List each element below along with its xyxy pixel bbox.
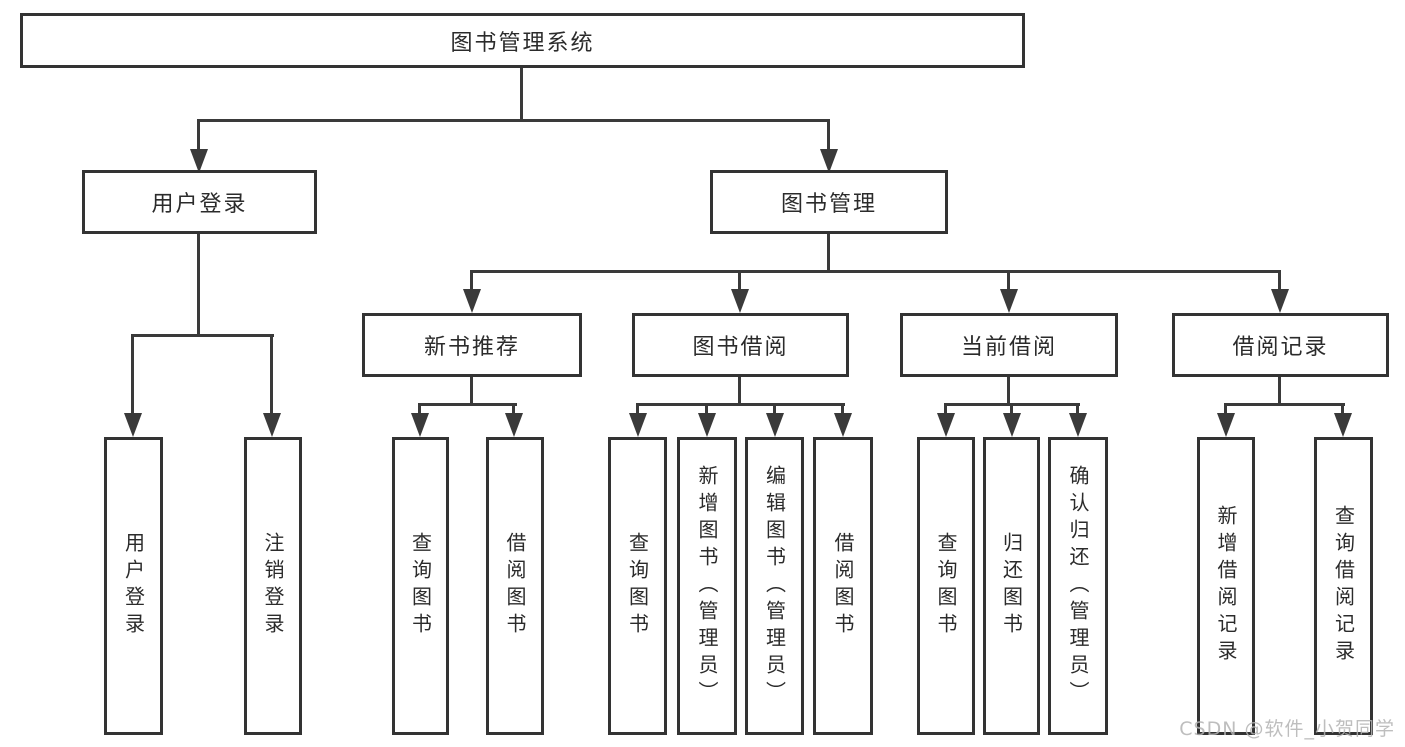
arrow-down-icon	[190, 149, 208, 173]
leaf-add-borrow-record: 新增借阅记录	[1197, 437, 1255, 735]
arrow-down-icon	[629, 413, 647, 437]
leaf-query-borrow-record: 查询借阅记录	[1314, 437, 1373, 735]
connector-root-stem	[520, 68, 523, 122]
connector-drop-leaf-login	[131, 334, 134, 416]
node-book-borrowing: 图书借阅	[632, 313, 849, 377]
node-library-management-system: 图书管理系统	[20, 13, 1025, 68]
connector-drop	[773, 403, 776, 417]
connector-user-login-stem	[197, 234, 200, 335]
connector-drop	[1224, 403, 1227, 417]
connector-drop-borrow	[738, 270, 741, 291]
leaf-label: 借阅图书	[831, 532, 855, 640]
leaf-label: 用户登录	[121, 532, 146, 640]
arrow-down-icon	[834, 413, 852, 437]
leaf-logout: 注销登录	[244, 437, 302, 735]
connector-drop-new-rec	[470, 270, 473, 291]
leaf-confirm-return-admin: 确认归还（管理员）	[1048, 437, 1108, 735]
connector-drop-user-login	[197, 119, 200, 153]
node-label: 图书管理	[780, 192, 877, 217]
node-new-book-recommend: 新书推荐	[362, 313, 582, 377]
leaf-user-login: 用户登录	[104, 437, 163, 735]
arrow-down-icon	[766, 413, 784, 437]
node-user-login: 用户登录	[82, 170, 317, 234]
arrow-down-icon	[124, 413, 142, 437]
leaf-label: 注销登录	[261, 532, 285, 640]
connector-drop	[418, 403, 421, 417]
arrow-down-icon	[463, 289, 481, 313]
leaf-query-books-2: 查询图书	[608, 437, 667, 735]
csdn-watermark: CSDN @软件_小贺同学	[1179, 718, 1395, 740]
connector-drop	[512, 403, 515, 417]
leaf-label: 归还图书	[999, 532, 1024, 640]
connector-drop	[1010, 403, 1013, 417]
connector-drop	[1076, 403, 1079, 417]
arrow-down-icon	[731, 289, 749, 313]
leaf-label: 编辑图书（管理员）	[762, 464, 787, 708]
node-label: 新书推荐	[423, 335, 520, 360]
node-label: 当前借阅	[960, 335, 1057, 360]
connector-current-stem	[1007, 377, 1010, 406]
connector-drop	[1341, 403, 1344, 417]
leaf-borrow-books-1: 借阅图书	[486, 437, 544, 735]
connector-record-bar	[1224, 403, 1345, 406]
arrow-down-icon	[505, 413, 523, 437]
arrow-down-icon	[1271, 289, 1289, 313]
leaf-label: 新增借阅记录	[1214, 505, 1238, 667]
leaf-query-books-3: 查询图书	[917, 437, 975, 735]
connector-record-stem	[1278, 377, 1281, 406]
connector-book-mgmt-stem	[827, 234, 830, 273]
arrow-down-icon	[1003, 413, 1021, 437]
arrow-down-icon	[263, 413, 281, 437]
leaf-borrow-books-2: 借阅图书	[813, 437, 873, 735]
arrow-down-icon	[698, 413, 716, 437]
connector-borrow-stem	[738, 377, 741, 406]
connector-level3-bar	[470, 270, 1281, 273]
connector-drop	[841, 403, 844, 417]
node-book-management: 图书管理	[710, 170, 948, 234]
arrow-down-icon	[937, 413, 955, 437]
connector-drop-book-mgmt	[827, 119, 830, 153]
connector-borrow-bar	[636, 403, 845, 406]
connector-drop-current	[1007, 270, 1010, 291]
node-current-borrowing: 当前借阅	[900, 313, 1118, 377]
arrow-down-icon	[1334, 413, 1352, 437]
node-borrow-records: 借阅记录	[1172, 313, 1389, 377]
leaf-label: 查询图书	[934, 532, 958, 640]
leaf-query-books-1: 查询图书	[392, 437, 449, 735]
connector-new-rec-bar	[418, 403, 517, 406]
node-label: 图书借阅	[692, 335, 789, 360]
node-label: 图书管理系统	[450, 30, 595, 56]
leaf-label: 查询图书	[625, 532, 650, 640]
leaf-return-books: 归还图书	[983, 437, 1040, 735]
leaf-edit-books-admin: 编辑图书（管理员）	[745, 437, 804, 735]
leaf-label: 查询图书	[408, 532, 433, 640]
leaf-label: 查询借阅记录	[1331, 505, 1356, 667]
connector-drop	[944, 403, 947, 417]
connector-drop-record	[1278, 270, 1281, 291]
arrow-down-icon	[1000, 289, 1018, 313]
arrow-down-icon	[820, 149, 838, 173]
leaf-label: 借阅图书	[503, 532, 527, 640]
connector-level2-bar	[197, 119, 830, 122]
connector-user-login-bar	[131, 334, 274, 337]
connector-drop	[705, 403, 708, 417]
leaf-label: 新增图书（管理员）	[695, 464, 719, 708]
leaf-label: 确认归还（管理员）	[1066, 464, 1090, 708]
node-label: 用户登录	[151, 192, 248, 217]
arrow-down-icon	[411, 413, 429, 437]
connector-drop	[636, 403, 639, 417]
connector-new-rec-stem	[470, 377, 473, 406]
connector-drop-leaf-logout	[270, 334, 273, 416]
leaf-add-books-admin: 新增图书（管理员）	[677, 437, 737, 735]
node-label: 借阅记录	[1232, 335, 1329, 360]
arrow-down-icon	[1069, 413, 1087, 437]
arrow-down-icon	[1217, 413, 1235, 437]
